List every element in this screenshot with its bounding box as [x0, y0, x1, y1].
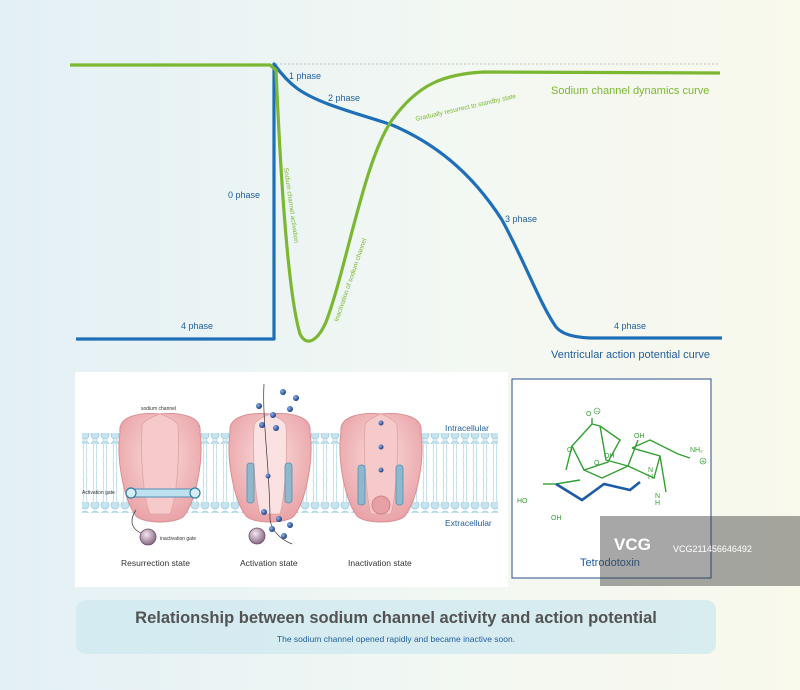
sodium-channel-dynamics-curve: [70, 63, 721, 343]
watermark: VCG VCG211456646492: [600, 516, 800, 586]
atom-oh-bottom: OH: [551, 515, 562, 522]
intracellular-label: Intracellular: [445, 423, 489, 433]
channel-resurrection: [118, 413, 202, 546]
atom-nh2: NH₂: [690, 447, 703, 454]
phase-0-label: 0 phase: [228, 190, 260, 200]
sodium-channel-label: sodium channel: [141, 406, 176, 412]
atom-ho-left: HO: [517, 498, 528, 505]
plus-charge-icon: [699, 457, 707, 465]
phase-4-right-label: 4 phase: [614, 321, 646, 331]
tetrodotoxin-structure: [543, 418, 691, 502]
action-potential-chart: 1 phase 2 phase 0 phase 3 phase 4 phase …: [70, 62, 722, 361]
channel-activation: [228, 383, 312, 545]
extracellular-label: Extracellular: [445, 518, 492, 528]
ventricular-action-potential-curve: [76, 62, 722, 341]
atom-o-bridge: O: [567, 447, 573, 454]
watermark-id: VCG211456646492: [673, 544, 752, 554]
atom-o-minus: O: [586, 411, 592, 418]
caption-title: Relationship between sodium channel acti…: [135, 609, 657, 627]
minus-charge-icon: [593, 407, 601, 415]
caption-box: Relationship between sodium channel acti…: [76, 600, 716, 654]
activation-gate-label: Activation gate: [82, 490, 115, 496]
state-label-activation: Activation state: [240, 558, 298, 568]
molecule-name: Tetrodotoxin: [580, 557, 640, 569]
phase-3-label: 3 phase: [505, 214, 537, 224]
state-label-inactivation: Inactivation state: [348, 558, 412, 568]
molecule-frame: [511, 378, 712, 579]
state-label-resurrection: Resurrection state: [121, 558, 190, 568]
atom-oh-mid: OH: [604, 453, 615, 460]
recovery-annotation: Gradually resurrect to standby state: [415, 93, 517, 123]
blue-curve-legend: Ventricular action potential curve: [551, 349, 710, 361]
phase-2-label: 2 phase: [328, 93, 360, 103]
atom-o-ring: O: [594, 460, 600, 467]
minus-charge-sign: −: [595, 409, 599, 416]
caption-subtitle: The sodium channel opened rapidly and be…: [276, 634, 516, 644]
channel-inactivation: [339, 413, 423, 523]
atom-oh-top: OH: [634, 433, 645, 440]
sodium-ions-activation: [256, 389, 299, 539]
watermark-logo: VCG: [614, 535, 651, 554]
phase-4-left-label: 4 phase: [181, 321, 213, 331]
sodium-channel-panel: Intracellular Extracellular sodium chann…: [75, 372, 508, 587]
inactivation-gate-label: inactivation gate: [160, 536, 196, 542]
plus-charge-sign: +: [701, 459, 705, 466]
green-curve-legend: Sodium channel dynamics curve: [551, 85, 709, 97]
phase-1-label: 1 phase: [289, 71, 321, 81]
